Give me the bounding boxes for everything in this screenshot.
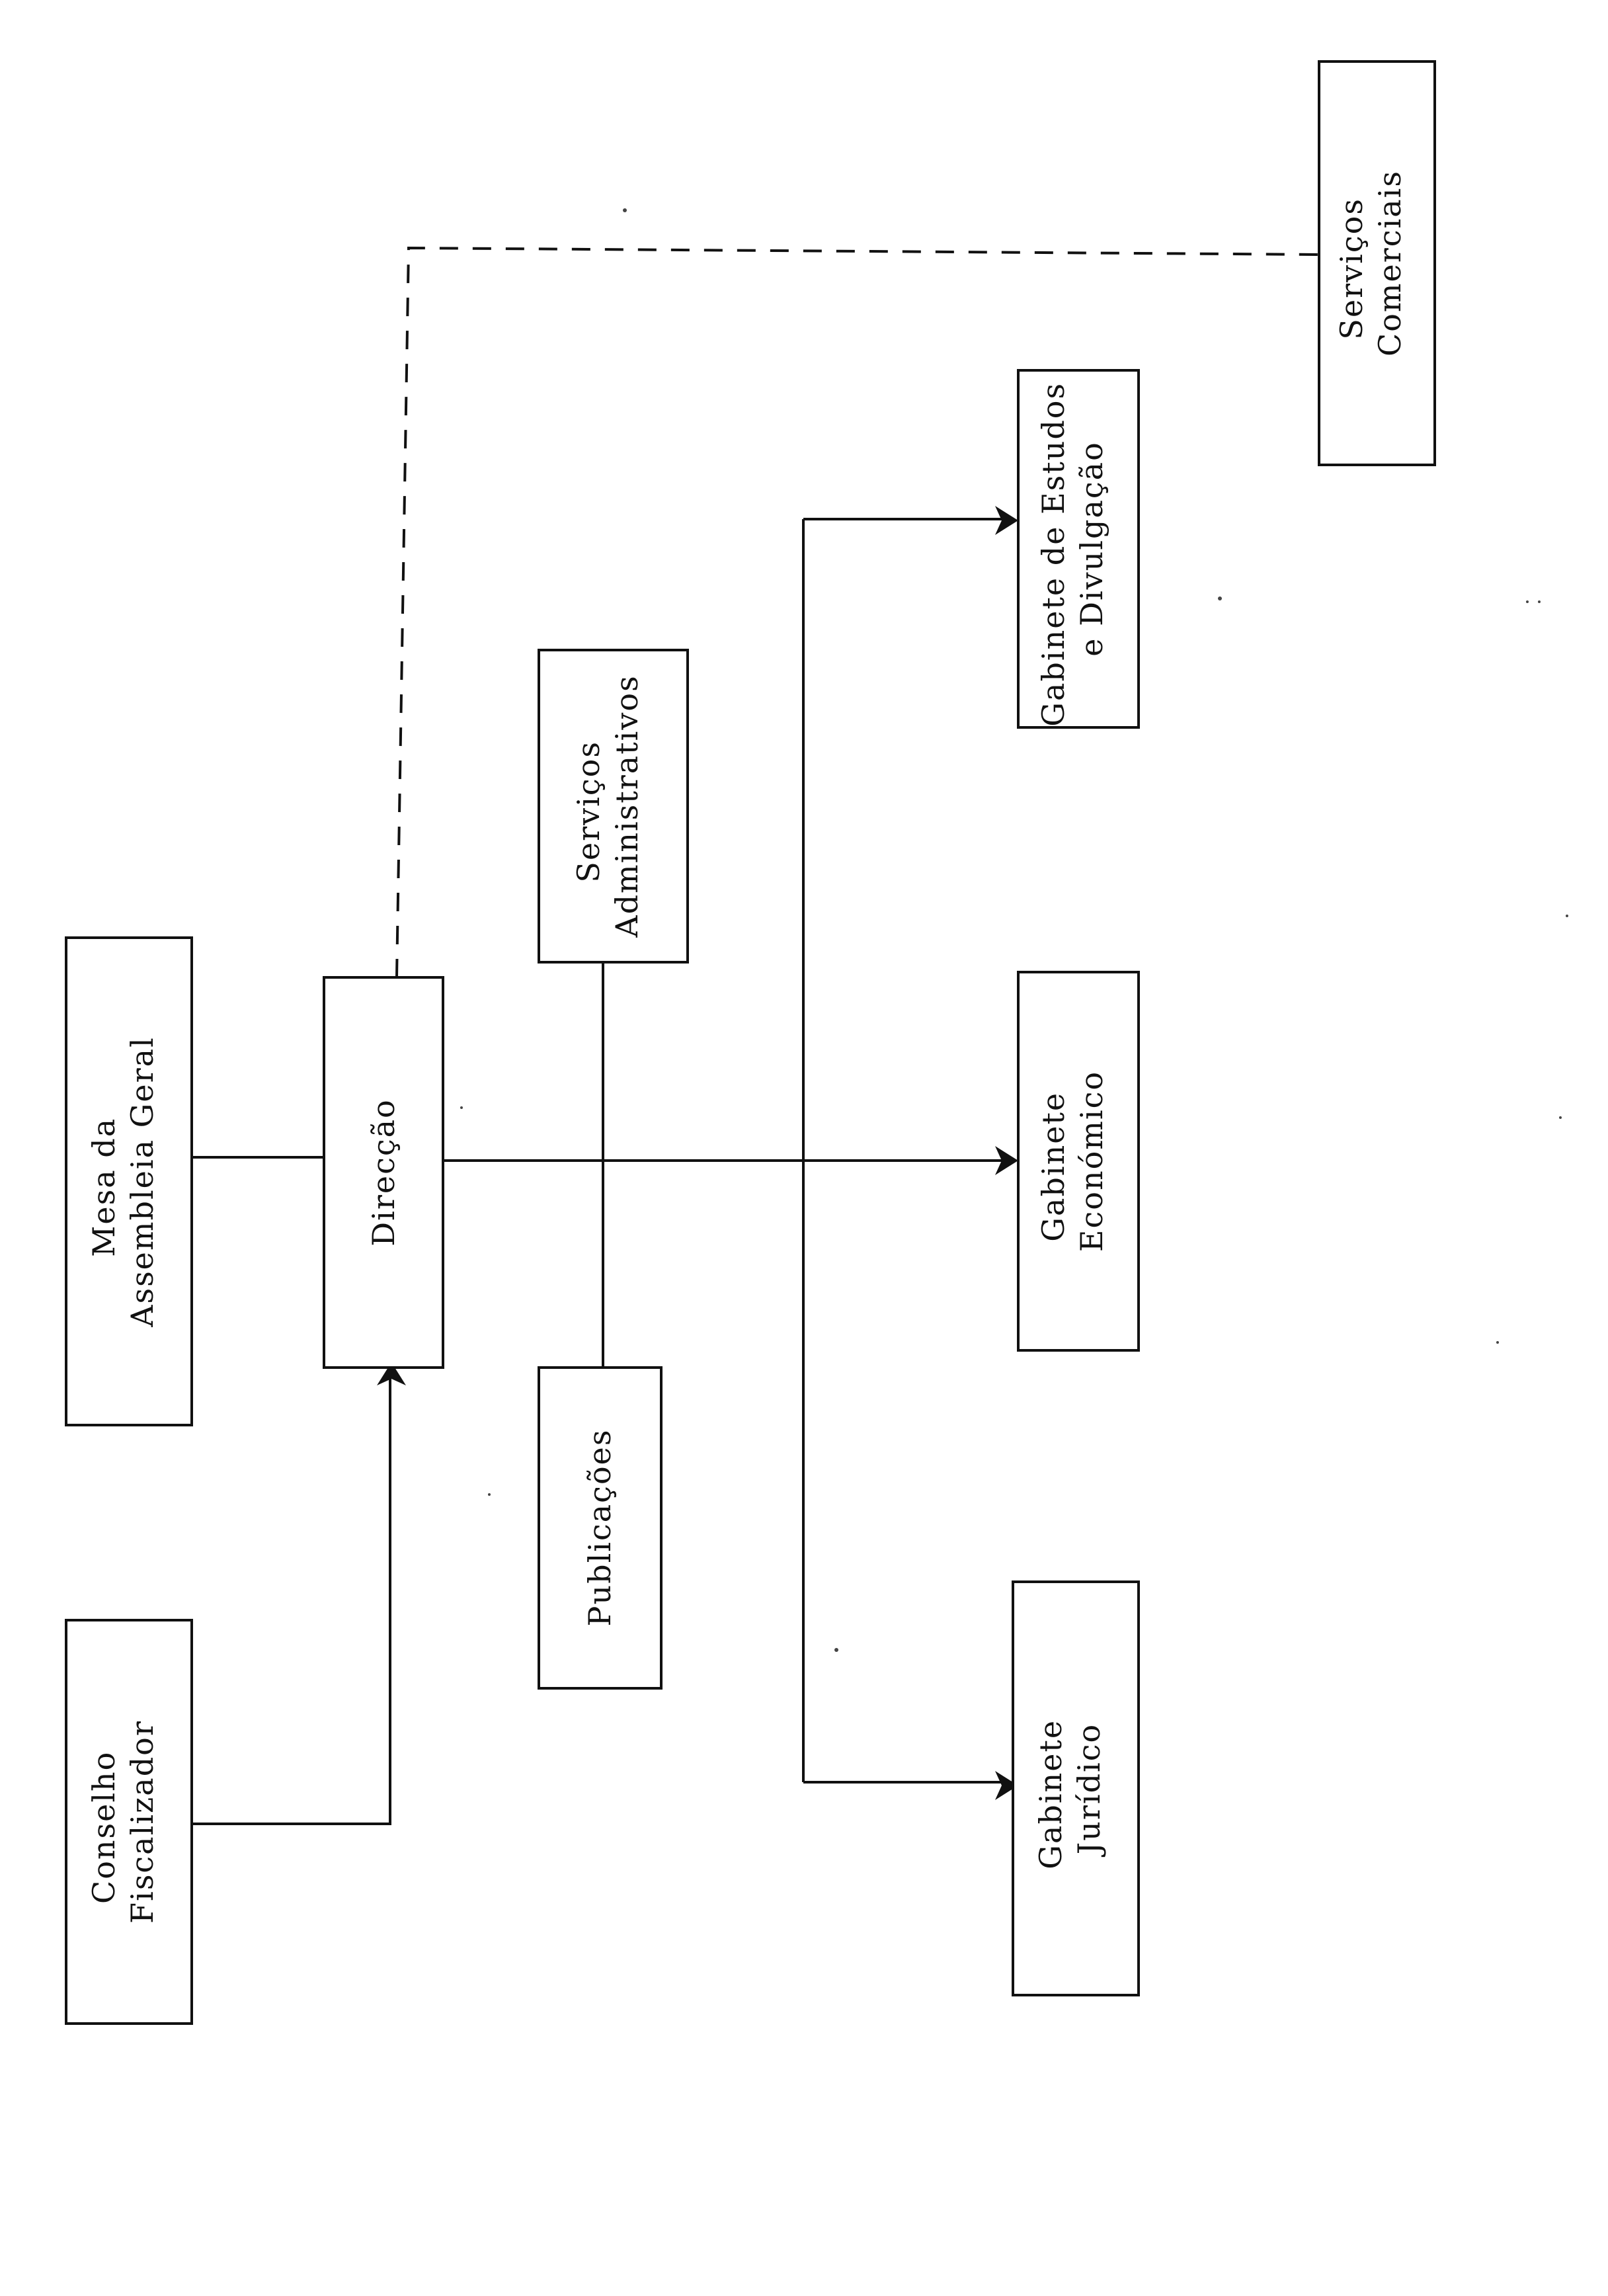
label-gabinete-juridico: Gabinete Jurídico (1033, 1708, 1107, 1869)
scan-specks (460, 208, 1568, 1652)
arrowhead-gabinete-juridico (995, 1771, 1018, 1800)
box-mesa-assembleia (65, 936, 193, 1426)
connector-direccao-servicos-comerciais (395, 246, 1320, 978)
box-direccao (323, 976, 444, 1369)
connector-conselho-direccao (192, 1379, 391, 1825)
label-servicos-comerciais: Serviços Comerciais (1334, 170, 1408, 356)
box-servicos-administrativos (538, 649, 689, 964)
label-conselho-fiscalizador: Conselho Fiscalizador (86, 1720, 160, 1924)
box-conselho-fiscalizador (65, 1619, 193, 2025)
arrowhead-gabinete-estudos (995, 506, 1018, 535)
box-publicacoes (538, 1366, 663, 1690)
box-gabinete-estudos (1017, 369, 1140, 729)
box-gabinete-economico (1017, 971, 1140, 1352)
label-servicos-administrativos: Serviços Administrativos (571, 675, 645, 938)
label-mesa-assembleia: Mesa da Assembleia Geral (86, 1036, 160, 1328)
label-gabinete-estudos: Gabinete de Estudos e Divulgação (1035, 371, 1109, 726)
arrowhead-direccao (377, 1362, 406, 1385)
label-gabinete-economico: Gabinete Económico (1035, 1071, 1109, 1252)
label-publicacoes: Publicações (582, 1429, 618, 1627)
box-gabinete-juridico (1012, 1580, 1140, 1996)
label-direccao: Direcção (366, 1098, 401, 1246)
arrowhead-gabinete-economico (995, 1146, 1018, 1175)
box-servicos-comerciais (1318, 60, 1436, 466)
